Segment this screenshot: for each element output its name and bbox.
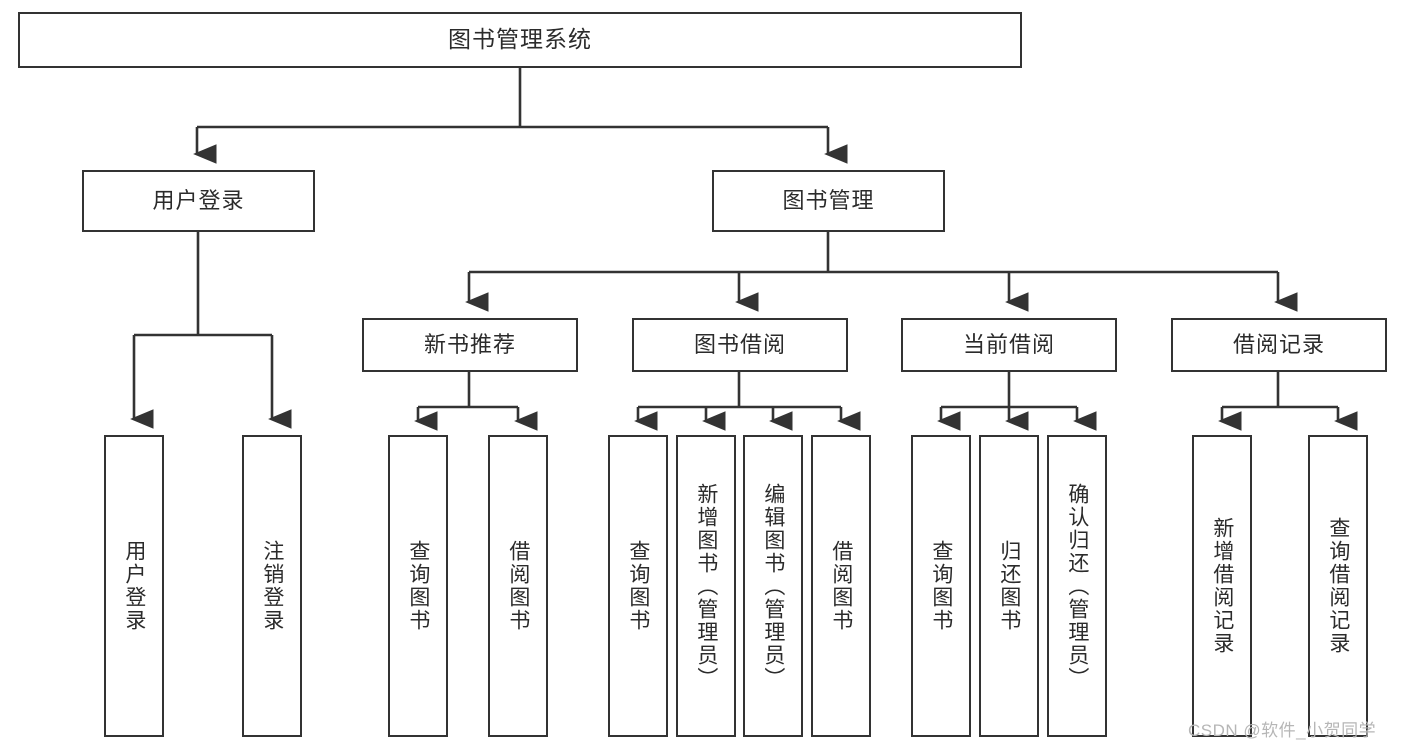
node-label: 归还图书 [997,540,1021,632]
node-leaf-query-book-recommend[interactable]: 查询图书 [388,435,448,737]
node-label: 借阅记录 [1232,331,1325,357]
node-leaf-borrow-book-recommend[interactable]: 借阅图书 [488,435,548,737]
node-leaf-edit-book[interactable]: 编辑图书（管理员） [743,435,803,737]
node-leaf-add-book[interactable]: 新增图书（管理员） [676,435,736,737]
node-user-login[interactable]: 用户登录 [82,170,315,232]
node-label: 编辑图书（管理员） [761,482,785,690]
node-label: 图书借阅 [693,331,786,357]
node-label: 查询图书 [626,540,650,632]
node-leaf-user-logout[interactable]: 注销登录 [242,435,302,737]
node-label: 注销登录 [260,540,284,632]
node-new-book-recommend[interactable]: 新书推荐 [362,318,578,372]
node-label: 借阅图书 [829,540,853,632]
csdn-watermark: CSDN @软件_小贺同学 [1188,721,1377,740]
node-label: 当前借阅 [962,331,1055,357]
node-label: 用户登录 [152,187,245,213]
node-book-borrow[interactable]: 图书借阅 [632,318,848,372]
node-label: 查询图书 [929,540,953,632]
node-label: 确认归还（管理员） [1065,482,1089,690]
node-root-system[interactable]: 图书管理系统 [18,12,1022,68]
node-leaf-query-book-current[interactable]: 查询图书 [911,435,971,737]
node-label: 用户登录 [122,540,146,632]
node-leaf-add-borrow-record[interactable]: 新增借阅记录 [1192,435,1252,737]
node-leaf-query-book-borrow[interactable]: 查询图书 [608,435,668,737]
node-borrow-record[interactable]: 借阅记录 [1171,318,1387,372]
node-label: 新增借阅记录 [1210,517,1234,655]
node-leaf-borrow-book[interactable]: 借阅图书 [811,435,871,737]
node-label: 新书推荐 [423,331,516,357]
node-leaf-user-login[interactable]: 用户登录 [104,435,164,737]
node-label: 查询借阅记录 [1326,517,1350,655]
node-label: 借阅图书 [506,540,530,632]
node-leaf-query-borrow-record[interactable]: 查询借阅记录 [1308,435,1368,737]
node-label: 图书管理系统 [448,26,592,53]
node-book-manage[interactable]: 图书管理 [712,170,945,232]
node-leaf-return-book[interactable]: 归还图书 [979,435,1039,737]
node-current-borrow[interactable]: 当前借阅 [901,318,1117,372]
node-label: 查询图书 [406,540,430,632]
node-leaf-confirm-return[interactable]: 确认归还（管理员） [1047,435,1107,737]
node-label: 新增图书（管理员） [694,482,718,690]
node-label: 图书管理 [782,187,875,213]
